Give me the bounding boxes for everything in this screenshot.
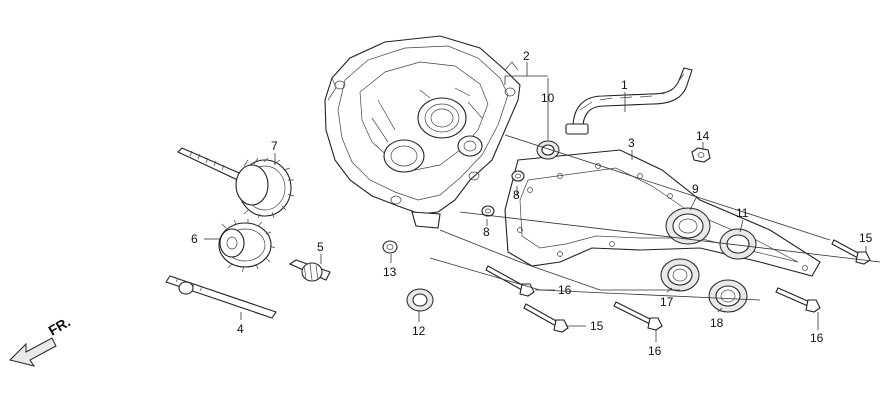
callout-2: 2 [523, 49, 530, 63]
callout-18: 18 [710, 316, 724, 330]
callout-4: 4 [237, 322, 244, 336]
callout-3: 3 [628, 136, 635, 150]
bolt-15-lower [523, 303, 569, 333]
nut-14 [691, 147, 711, 163]
callout-8-lower: 8 [483, 225, 490, 239]
callout-16-upper: 16 [558, 283, 572, 297]
callout-7: 7 [271, 139, 278, 153]
bearing-17 [660, 258, 700, 292]
dowel-pin-8b [481, 205, 495, 217]
callout-15-lower: 15 [590, 319, 604, 333]
leader-lines [204, 62, 867, 342]
gear-shaft-7 [177, 147, 295, 219]
gasket [504, 149, 821, 277]
breather-tube [565, 67, 693, 135]
drive-shaft-4 [165, 275, 277, 319]
callout-labels: 1 2 3 4 5 6 7 8 8 9 10 11 12 13 14 15 15… [191, 49, 873, 358]
callout-1: 1 [621, 78, 628, 92]
bearing-10 [536, 140, 560, 160]
bolt-16-right [775, 287, 821, 313]
callout-16-right: 16 [810, 331, 824, 345]
callout-10: 10 [541, 91, 555, 105]
washer-13 [382, 240, 398, 254]
callout-17: 17 [660, 295, 674, 309]
bearing-18 [708, 279, 748, 313]
callout-9: 9 [692, 182, 699, 196]
callout-16-middle: 16 [648, 344, 662, 358]
callout-13: 13 [383, 265, 397, 279]
bolt-15-right [831, 239, 871, 265]
transmission-case [324, 35, 521, 229]
front-arrow-icon [9, 337, 57, 367]
callout-11: 11 [736, 206, 749, 220]
callout-5: 5 [317, 240, 324, 254]
callout-12: 12 [412, 324, 426, 338]
oil-seal-12 [406, 288, 434, 312]
callout-8-upper: 8 [513, 188, 520, 202]
callout-14: 14 [696, 129, 710, 143]
front-direction-indicator: FR. [9, 313, 74, 367]
shaft-5 [288, 259, 331, 282]
bearing-9 [665, 207, 711, 245]
callout-6: 6 [191, 232, 198, 246]
oil-seal-11 [719, 228, 757, 260]
gear-6 [218, 219, 276, 273]
bolt-16-upper [485, 265, 535, 297]
bolt-16-middle [613, 301, 663, 331]
dowel-pin-8a [511, 170, 525, 182]
callout-15-right: 15 [859, 231, 873, 245]
front-label: FR. [46, 313, 74, 338]
